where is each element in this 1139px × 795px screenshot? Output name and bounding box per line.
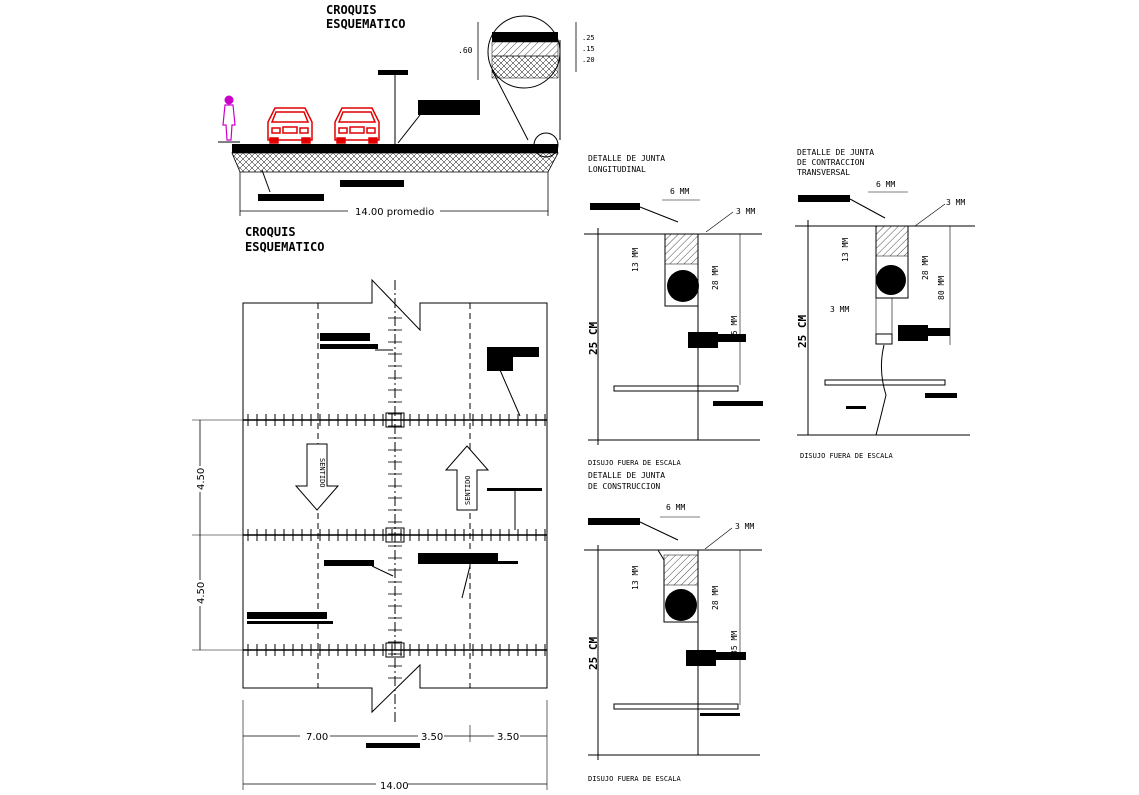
dim-13mm: 13 MM [631,566,640,590]
dim-left-lower: 4.50 [196,582,207,604]
detail-title: DE CONSTRUCCION [588,482,660,491]
pavement-slab [232,144,558,153]
plan-title-1: CROQUIS [245,225,296,239]
dim-13mm: 13 MM [631,248,640,272]
dim-3mm-b: 3 MM [830,305,849,314]
label-block [320,344,378,349]
detail-contraccion: DETALLE DE JUNTA DE CONTRACCION TRANSVER… [795,148,975,460]
label-block [378,70,408,75]
dim-3mm: 3 MM [735,522,754,531]
subbase-layer [231,152,559,173]
backer-rod [665,589,697,621]
detail-title: DETALLE DE JUNTA [797,148,874,157]
plan-title-2: ESQUEMATICO [245,240,324,254]
label-block [324,560,374,566]
slab-outline [242,278,548,714]
detail-footer: DISUJO FUERA DE ESCALA [588,775,682,783]
label-block [418,553,498,561]
depth-label: 25 CM [587,637,600,670]
plan-view: CROQUIS ESQUEMATICO SENTIDO SENTIDO [192,225,548,792]
arrow-label: SENTIDO [318,458,326,488]
backer-rod [876,265,906,295]
dim-label: .20 [582,56,595,64]
dim-total: 14.00 [380,781,409,792]
center-axis-ticks [388,317,402,679]
arrow-up-icon: SENTIDO [444,445,490,511]
dim-35mm: 35 MM [730,631,739,655]
label-block [713,401,763,406]
person-icon [222,95,236,141]
section-title-2: ESQUEMATICO [326,17,405,31]
label-block [340,180,404,187]
transverse-joints [243,412,547,658]
depth-label: 25 CM [587,322,600,355]
dim-left-upper: 4.50 [196,468,207,490]
dim-80mm: 80 MM [937,276,946,300]
label-block [247,612,327,619]
label-block [700,713,740,716]
label-block [320,333,370,341]
dim-35mm: 35 MM [730,316,739,340]
label-block [588,518,640,525]
detail-title: DETALLE DE JUNTA [588,471,665,480]
detail-construccion: DETALLE DE JUNTA DE CONSTRUCCION 6 MM 3 … [584,471,762,783]
label-block [487,488,542,491]
detail-footer: DISUJO FUERA DE ESCALA [800,452,894,460]
section-title-1: CROQUIS [326,3,377,17]
dim-bottom-a: 7.00 [306,732,328,743]
section-width-label: 14.00 promedio [355,207,434,218]
label-block [487,347,539,357]
car-icon [334,107,380,144]
label-block [925,393,957,398]
dim-28mm: 28 MM [711,266,720,290]
car-icon [267,107,313,144]
dim-3mm: 3 MM [736,207,755,216]
label-block [418,100,480,115]
label-block [258,194,324,201]
dim-13mm: 13 MM [841,238,850,262]
dim-6mm: 6 MM [666,503,685,512]
label-block [798,195,850,202]
detail-longitudinal: DETALLE DE JUNTA LONGITUDINAL 6 MM 3 MM … [584,154,763,467]
label-block [686,650,716,666]
dim-label: .15 [582,45,595,53]
dim-28mm: 28 MM [921,256,930,280]
label-block [590,203,640,210]
dim-label: .60 [458,46,473,55]
dim-28mm: 28 MM [711,586,720,610]
label-block [366,743,420,748]
arrow-down-icon: SENTIDO [294,443,340,511]
detail-footer: DISUJO FUERA DE ESCALA [588,459,682,467]
dim-6mm: 6 MM [670,187,689,196]
backer-rod [667,270,699,302]
detail-title: TRANSVERSAL [797,168,850,177]
dim-3mm: 3 MM [946,198,965,207]
dim-label: .25 [582,34,595,42]
label-block [898,325,928,341]
depth-label: 25 CM [796,315,809,348]
dim-6mm: 6 MM [876,180,895,189]
cross-section: CROQUIS ESQUEMATICO [218,3,595,218]
arrow-label: SENTIDO [464,475,472,505]
detail-title: DETALLE DE JUNTA [588,154,665,163]
detail-title: DE CONTRACCION [797,158,865,167]
dim-bottom-c: 3.50 [497,732,519,743]
detail-title: LONGITUDINAL [588,165,646,174]
dim-bottom-b: 3.50 [421,732,443,743]
label-block [688,332,718,348]
